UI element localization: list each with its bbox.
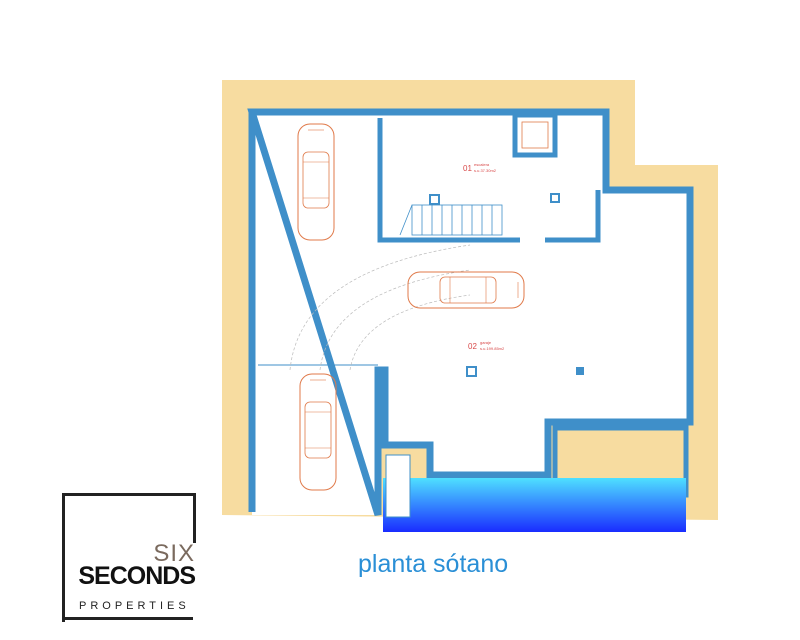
elevator bbox=[512, 112, 558, 158]
room-02-number: 02 bbox=[468, 342, 477, 351]
room-02-name: garaje bbox=[480, 340, 492, 345]
garage-floor bbox=[252, 112, 690, 515]
logo-six: SIX bbox=[153, 540, 195, 567]
logo-seconds: SECONDS bbox=[78, 562, 196, 590]
six-seconds-logo: SIX SECONDS PROPERTIES bbox=[62, 493, 196, 622]
stair-room-wall-right bbox=[545, 190, 601, 243]
room-01-name: escalera bbox=[474, 162, 490, 167]
stair-room-wall bbox=[377, 118, 520, 243]
exterior-wall bbox=[247, 108, 694, 517]
stairs bbox=[399, 204, 503, 236]
logo-border bbox=[62, 617, 193, 620]
room-01-number: 01 bbox=[463, 164, 472, 173]
logo-properties: PROPERTIES bbox=[79, 600, 190, 612]
columns bbox=[429, 193, 584, 377]
room-02-area: s.u.199.85m2 bbox=[480, 346, 505, 351]
pool bbox=[383, 478, 686, 532]
room-01-area: s.u.37.30m2 bbox=[474, 168, 497, 173]
plan-caption: planta sótano bbox=[358, 550, 509, 578]
turning-arcs bbox=[289, 244, 471, 371]
